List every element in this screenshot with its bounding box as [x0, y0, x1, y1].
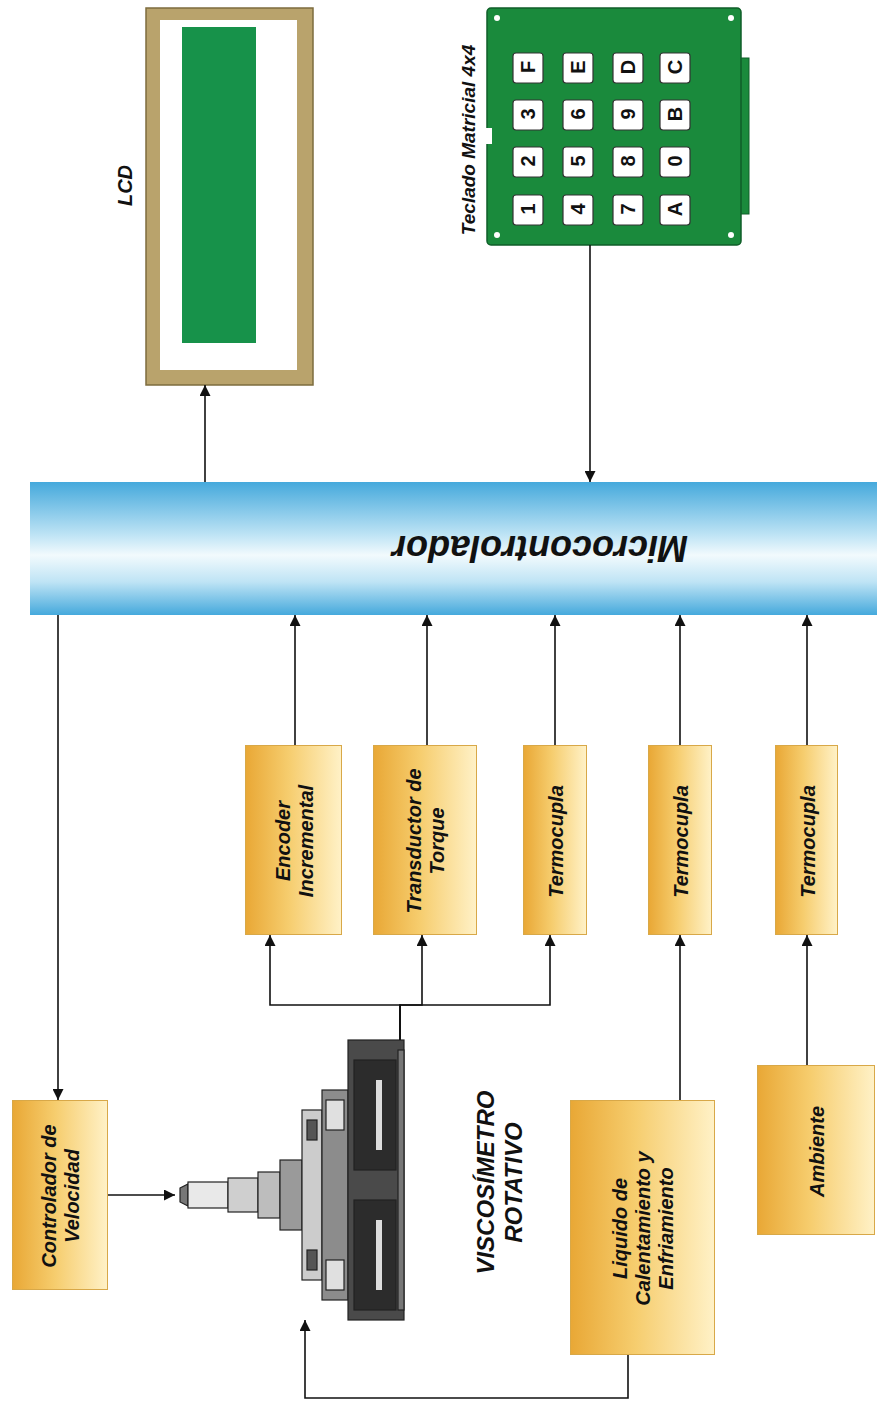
- sensor-box: Termocupla: [648, 745, 712, 935]
- connector-arrow: [108, 1194, 175, 1196]
- key-cap: [613, 147, 643, 177]
- key-cap: [660, 53, 690, 83]
- key-caps: [513, 53, 690, 225]
- lcd-display: [146, 8, 313, 385]
- key-cap: [613, 195, 643, 225]
- key-label: E: [568, 54, 588, 80]
- node-label: Liquido de Calentamiento y Enfriamiento: [609, 1141, 678, 1316]
- node-label: Controlador de Velocidad: [38, 1112, 84, 1280]
- key-cap: [513, 147, 543, 177]
- key-label: B: [665, 101, 685, 127]
- keypad-board: [484, 8, 749, 245]
- sensor-box: Termocupla: [775, 745, 838, 935]
- key-label: A: [665, 196, 685, 222]
- key-cap: [513, 195, 543, 225]
- sensor-box: Encoder Incremental: [245, 745, 342, 935]
- key-label: 8: [618, 148, 638, 174]
- key-label: 7: [618, 196, 638, 222]
- key-cap: [660, 100, 690, 130]
- connector-arrow: [400, 935, 550, 1040]
- node-label: Termocupla: [796, 757, 819, 925]
- key-cap: [613, 53, 643, 83]
- key-label: 1: [518, 196, 538, 222]
- key-cap: [660, 147, 690, 177]
- connector-arrow: [679, 615, 681, 745]
- key-label: 6: [568, 101, 588, 127]
- sensor-box: Transductor de Torque: [373, 745, 477, 935]
- process-box: Controlador de Velocidad: [12, 1100, 108, 1290]
- controller-band: Microcontrolador: [30, 482, 877, 615]
- node-label: Termocupla: [545, 757, 568, 925]
- key-label: 0: [665, 148, 685, 174]
- connector-arrow: [204, 385, 206, 482]
- connector-arrow: [426, 615, 428, 745]
- connector-arrow: [806, 615, 808, 745]
- lcd-box: LCD: [146, 8, 313, 385]
- key-label: C: [665, 54, 685, 80]
- key-label: 9: [618, 101, 638, 127]
- node-label: Teclado Matricial 4x4: [458, 9, 480, 271]
- process-box: Ambiente: [757, 1065, 875, 1235]
- key-cap: [563, 147, 593, 177]
- connector-arrow: [679, 935, 681, 1100]
- connector-arrow: [57, 615, 59, 1100]
- connector-arrow: [554, 615, 556, 745]
- node-label: Termocupla: [670, 757, 693, 925]
- key-label: 2: [518, 148, 538, 174]
- key-cap: [513, 100, 543, 130]
- key-label: 4: [568, 196, 588, 222]
- key-label: F: [518, 54, 538, 80]
- connector-arrow: [270, 935, 400, 1040]
- key-cap: [613, 100, 643, 130]
- node-label: Ambiente: [806, 1076, 829, 1226]
- node-label: LCD: [114, 125, 137, 245]
- viscometer: VISCOSÍMETRO ROTATIVO: [175, 1040, 405, 1320]
- viscometer-drawing: [180, 1040, 404, 1320]
- connector-arrow: [806, 935, 808, 1065]
- key-cap: [513, 53, 543, 83]
- key-label: 5: [568, 148, 588, 174]
- connector-arrow: [400, 935, 422, 1040]
- node-label: VISCOSÍMETRO ROTATIVO: [472, 1057, 527, 1307]
- node-label: Microcontrolador: [280, 528, 800, 569]
- key-label: D: [618, 54, 638, 80]
- connector-arrow: [294, 615, 296, 745]
- key-cap: [563, 53, 593, 83]
- node-label: Encoder Incremental: [272, 757, 318, 925]
- key-label: 3: [518, 101, 538, 127]
- connector-arrow: [589, 245, 591, 482]
- key-cap: [563, 100, 593, 130]
- process-box: Liquido de Calentamiento y Enfriamiento: [570, 1100, 715, 1355]
- sensor-box: Termocupla: [523, 745, 587, 935]
- key-cap: [660, 195, 690, 225]
- node-label: Transductor de Torque: [403, 757, 449, 925]
- key-cap: [563, 195, 593, 225]
